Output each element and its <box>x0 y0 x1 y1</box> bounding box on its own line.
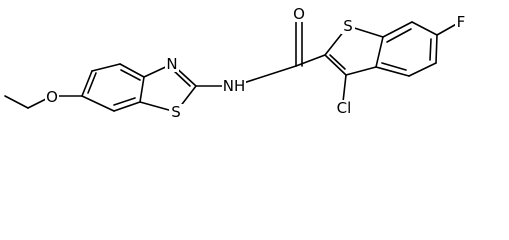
bond-btp-ring-5-inner <box>381 62 407 71</box>
bond-c3-cl <box>342 74 347 103</box>
bond-bt-ring-6 <box>81 95 115 112</box>
bond-btp-ring-3-inner <box>429 38 432 61</box>
bond-btp-c3-c2-inner <box>329 54 346 70</box>
bond-btp-c3a-c3 <box>345 66 377 76</box>
chemical-structure-diagram: O N S NH O S Cl F <box>4 5 467 121</box>
bond-btp-ring-1-inner <box>386 28 412 43</box>
bond-bt-ring-5 <box>113 101 141 112</box>
atom-label-s-thiophene: S <box>343 17 353 35</box>
bond-btp-ring-3 <box>435 34 438 64</box>
atom-label-o-carbonyl: O <box>293 5 305 23</box>
bond-bt-ring-4 <box>139 76 145 103</box>
bond-thiazole-n-c2-inner <box>172 69 191 87</box>
bond-bt-ring-5-inner <box>113 97 136 106</box>
bond-bt-ring-1-inner <box>87 72 97 94</box>
bond-btp-ring-1 <box>382 21 413 38</box>
bond-bt-ring-1 <box>81 70 93 97</box>
atom-label-n-thiazole: N <box>166 55 177 73</box>
bond-ethyl-ch3-ch2 <box>4 95 29 109</box>
bond-btp-ring-2 <box>411 21 438 36</box>
bond-carbonyl-c2 <box>295 54 326 67</box>
atom-label-o-ether: O <box>46 88 58 106</box>
atom-labels: O N S NH O S Cl F <box>45 5 467 121</box>
bonds <box>4 21 461 113</box>
atom-label-s-thiazole: S <box>171 103 181 121</box>
bond-bt-ring-3 <box>119 63 145 78</box>
bond-btp-c3-c2 <box>324 54 347 76</box>
bond-btp-ring-4 <box>408 62 437 77</box>
atom-label-nh-amide: NH <box>223 77 246 95</box>
atom-label-cl: Cl <box>337 99 352 117</box>
atom-label-f: F <box>457 13 466 31</box>
bond-btp-ring-5 <box>375 66 410 77</box>
molecule-drawing: O N S NH O S Cl F <box>4 5 467 121</box>
bond-btp-c7a-c3a <box>375 36 384 68</box>
bond-bt-ring-2 <box>91 63 121 72</box>
bond-bt-ring-3-inner <box>120 69 141 81</box>
